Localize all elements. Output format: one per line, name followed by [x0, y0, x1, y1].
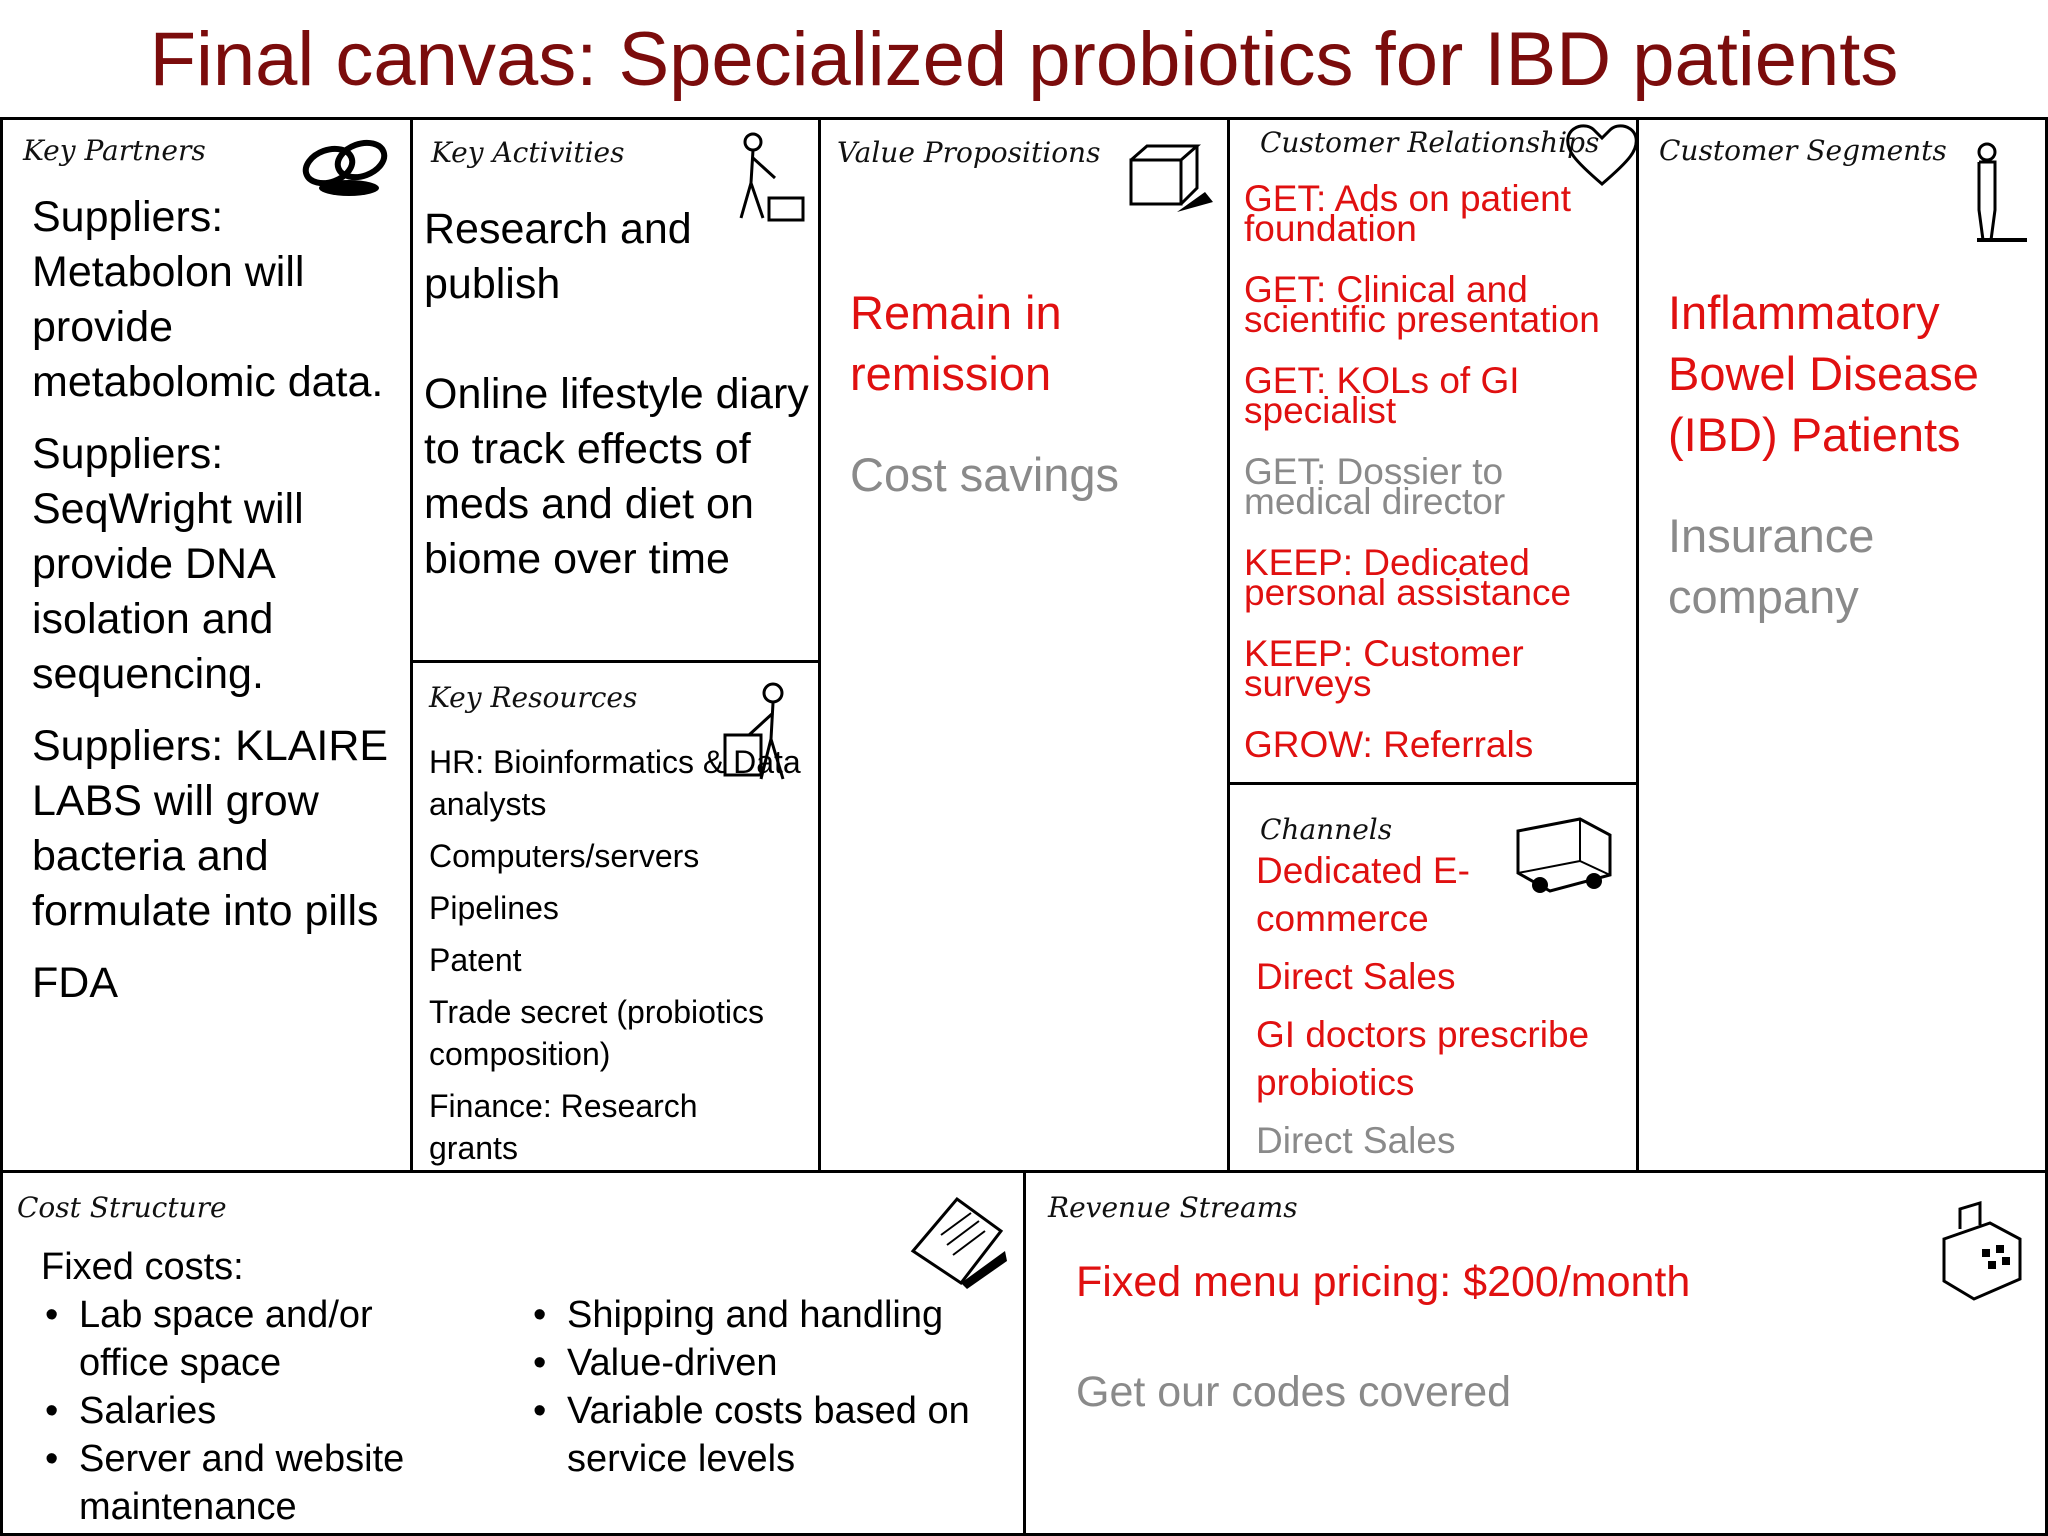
gift-icon — [1129, 144, 1213, 212]
key-partners-list: Suppliers: Metabolon will provide metabo… — [32, 190, 402, 1011]
key-resources-panel: Key Resources HR: Bioinformatics & Data … — [410, 660, 821, 1173]
revenue-streams-body: Fixed menu pricing: $200/month Get our c… — [1076, 1255, 1976, 1420]
resource-item: HR: Bioinformatics & Data analysts — [429, 744, 801, 822]
activity-item: Research and publish — [424, 205, 692, 308]
heart-icon — [1566, 124, 1637, 186]
customer-segments-body: Inflammatory Bowel Disease (IBD) Patient… — [1668, 282, 2038, 627]
channel-item: Direct Sales — [1256, 1120, 1456, 1161]
worker-icon — [739, 132, 805, 222]
value-propositions-header: Value Propositions — [837, 136, 1101, 169]
page-title: Final canvas: Specialized probiotics for… — [149, 17, 1899, 102]
channel-item: GI doctors prescribe probiotics — [1256, 1014, 1590, 1103]
revenue-streams-panel: Revenue Streams Fixed menu pricing: $200… — [1023, 1170, 2048, 1536]
key-resources-list: HR: Bioinformatics & Data analysts Compu… — [429, 741, 809, 1169]
cost-item: •Variable costs based on service levels — [533, 1390, 970, 1480]
cost-fixed-label: Fixed costs: — [41, 1246, 244, 1288]
revenue-streams-header: Revenue Streams — [1048, 1191, 1298, 1224]
key-activities-panel: Key Activities Research and publish Onli… — [410, 117, 821, 664]
activity-item: Online lifestyle diary to track effects … — [424, 370, 809, 583]
channel-item: Direct Sales — [1256, 956, 1456, 997]
cost-item: •Shipping and handling — [533, 1294, 944, 1336]
customer-segments-header: Customer Segments — [1659, 134, 1947, 167]
cost-item: •Value-driven — [533, 1342, 778, 1384]
key-partners-header: Key Partners — [23, 134, 206, 167]
chain-links-icon — [302, 139, 388, 196]
value-secondary: Cost savings — [850, 448, 1120, 501]
cost-structure-panel: Cost Structure Fixed costs: •Lab space a… — [0, 1170, 1026, 1536]
person-icon — [1977, 142, 2027, 242]
channel-item: Dedicated E-commerce — [1256, 850, 1470, 939]
channels-list: Dedicated E-commerce Direct Sales GI doc… — [1256, 847, 1636, 1165]
key-activities-header: Key Activities — [431, 136, 625, 169]
channels-panel: Channels Dedicated E-commerce Direct Sal… — [1227, 782, 1640, 1173]
revenue-secondary: Get our codes covered — [1076, 1368, 1512, 1416]
partner-item: FDA — [32, 959, 118, 1007]
cost-item: •Salaries — [45, 1390, 217, 1432]
receipt-icon — [910, 1196, 1007, 1289]
channels-header: Channels — [1260, 813, 1393, 846]
value-primary: Remain in remission — [850, 286, 1062, 400]
partner-item: Suppliers: Metabolon will provide metabo… — [32, 193, 384, 406]
value-propositions-panel: Value Propositions Remain in remission C… — [818, 117, 1231, 1173]
truck-icon — [1516, 817, 1612, 893]
resource-item: Finance: Research grants — [429, 1088, 698, 1166]
segment-primary: Inflammatory Bowel Disease (IBD) Patient… — [1668, 286, 1979, 461]
customer-relationships-header: Customer Relationships — [1260, 126, 1600, 159]
cost-left-list: •Lab space and/or office space •Salaries… — [41, 1291, 461, 1531]
customer-relationships-list: GET: Ads on patient foundation GET: Clin… — [1244, 178, 1637, 783]
relationship-item: KEEP: Dedicated personal assistance — [1244, 542, 1572, 613]
relationship-item: GET: KOLs of GI specialist — [1244, 360, 1520, 431]
resource-item: Patent — [429, 942, 522, 978]
resource-item: Trade secret (probiotics composition) — [429, 994, 764, 1072]
partner-item: Suppliers: KLAIRE LABS will grow bacteri… — [32, 722, 389, 935]
cost-item: •Server and website maintenance — [45, 1438, 405, 1528]
resource-item: Pipelines — [429, 890, 559, 926]
key-partners-panel: Key Partners Suppliers: Metabolon will p… — [0, 117, 413, 1173]
partner-item: Suppliers: SeqWright will provide DNA is… — [32, 430, 304, 698]
key-resources-header: Key Resources — [429, 681, 638, 714]
relationship-item: GET: Ads on patient foundation — [1244, 178, 1572, 249]
segment-secondary: Insurance company — [1668, 509, 1875, 623]
value-propositions-body: Remain in remission Cost savings — [850, 282, 1210, 505]
relationship-item: KEEP: Customer surveys — [1244, 633, 1524, 704]
revenue-primary: Fixed menu pricing: $200/month — [1076, 1258, 1691, 1306]
customer-segments-panel: Customer Segments Inflammatory Bowel Dis… — [1636, 117, 2048, 1173]
relationship-item: GET: Dossier to medical director — [1244, 451, 1506, 522]
worker-with-box-icon — [723, 682, 785, 780]
customer-relationships-panel: Customer Relationships GET: Ads on patie… — [1227, 117, 1640, 786]
cost-item: •Lab space and/or office space — [45, 1294, 373, 1384]
cost-right-list: •Shipping and handling •Value-driven •Va… — [529, 1291, 1009, 1483]
relationship-item: GROW: Referrals — [1244, 724, 1534, 765]
key-activities-list: Research and publish Online lifestyle di… — [424, 202, 814, 587]
relationship-item: GET: Clinical and scientific presentatio… — [1244, 269, 1600, 340]
resource-item: Computers/servers — [429, 838, 700, 874]
cost-structure-header: Cost Structure — [17, 1191, 227, 1224]
cash-register-icon — [1942, 1200, 2022, 1301]
